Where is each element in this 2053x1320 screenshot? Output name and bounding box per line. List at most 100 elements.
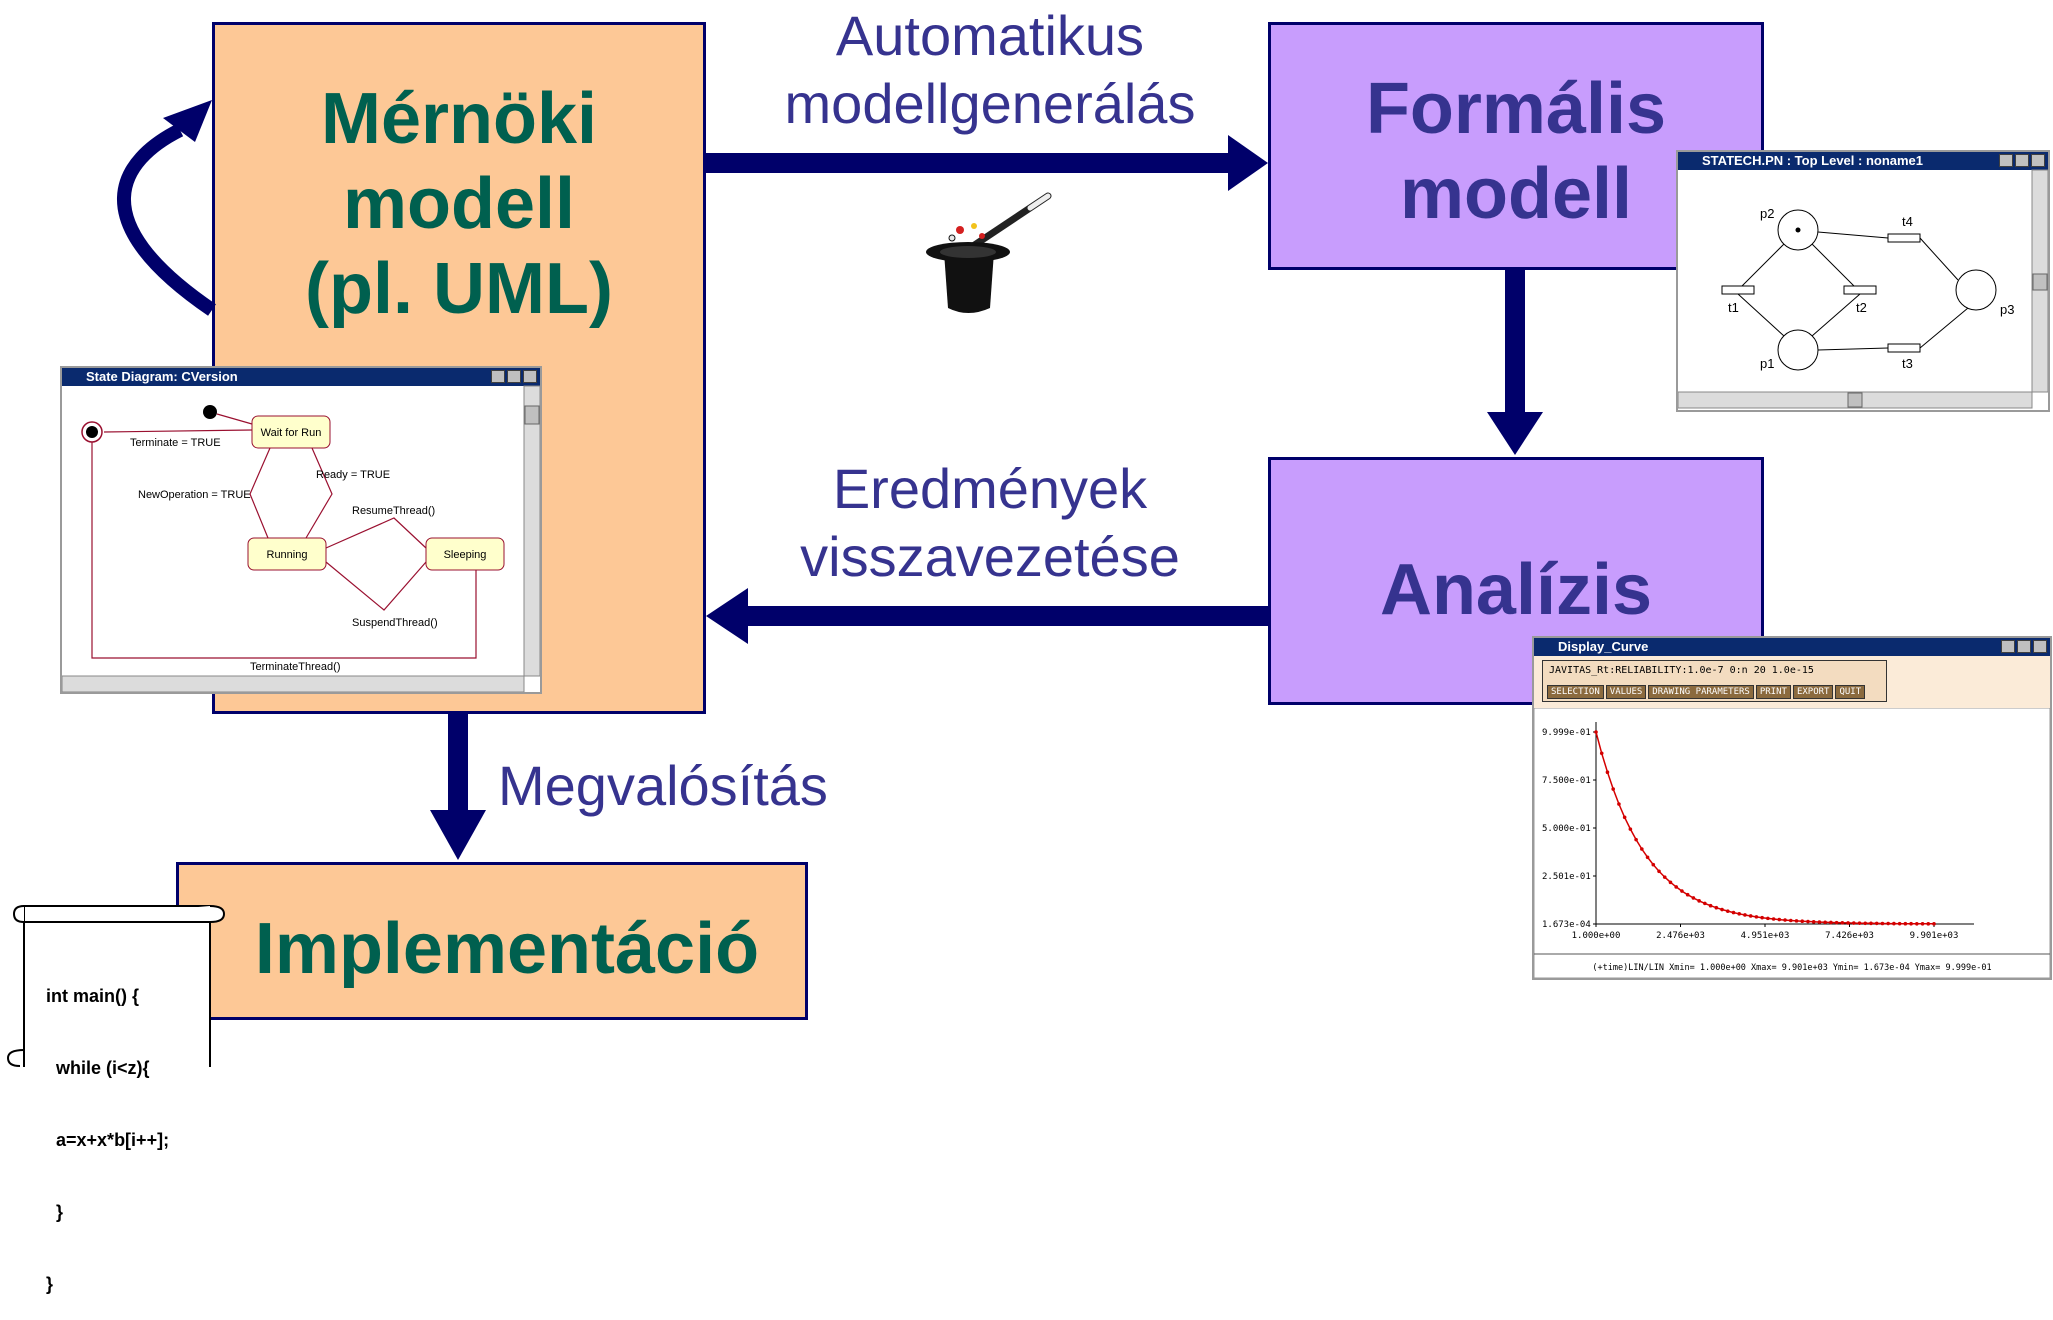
export-button[interactable]: EXPORT — [1792, 685, 1834, 699]
curve-point — [1874, 921, 1879, 926]
curve-point — [1840, 921, 1845, 925]
values-button[interactable]: VALUES — [1605, 685, 1647, 699]
minimize-button[interactable] — [1999, 154, 2013, 167]
initial-state — [203, 405, 217, 419]
arrow-formal-analysis-head — [1487, 412, 1543, 455]
vertical-scroll-thumb[interactable] — [2032, 273, 2048, 291]
display-curve-window: Display_Curve JAVITAS_Rt:RELIABILITY:1.0… — [1532, 636, 2052, 980]
transition-ready-label: Ready = TRUE — [316, 469, 390, 481]
curve-point — [1794, 919, 1799, 923]
minimize-button[interactable] — [2001, 640, 2015, 653]
curve-point — [1703, 901, 1707, 906]
curve-point — [1737, 912, 1742, 916]
y-tick-label: 7.500e-01 — [1542, 776, 1591, 786]
results-back-label: Eredmények visszavezetése — [800, 457, 1180, 589]
transition-terminate-label: Terminate = TRUE — [130, 437, 221, 449]
transition-t4 — [1887, 233, 1921, 243]
y-tick-label: 5.000e-01 — [1542, 824, 1591, 834]
curve-point — [1926, 922, 1931, 926]
state-sleeping — [425, 537, 505, 571]
curve-point — [1697, 899, 1701, 903]
print-button[interactable]: PRINT — [1755, 685, 1791, 699]
close-button[interactable] — [2031, 154, 2045, 167]
petri-net-window: STATECH.PN : Top Level : noname1 p2 — [1676, 150, 2050, 412]
place-p2-label: p2 — [1760, 206, 1774, 221]
y-tick-label: 1.673e-04 — [1542, 920, 1591, 930]
state-diagram-titlebar: State Diagram: CVersion — [62, 368, 540, 386]
curve-point — [1640, 847, 1644, 851]
y-tick-label: 9.999e-01 — [1542, 728, 1591, 738]
maximize-button[interactable] — [507, 370, 521, 383]
curve-point — [1743, 913, 1747, 917]
horizontal-scroll-thumb[interactable] — [1847, 392, 1863, 408]
y-tick-label: 2.501e-01 — [1542, 872, 1591, 882]
transition-terminate-thread-label: TerminateThread() — [250, 661, 340, 673]
place-p1-label: p1 — [1760, 356, 1774, 371]
curve-point — [1662, 875, 1667, 879]
x-tick-label: 4.951e+03 — [1741, 931, 1790, 941]
curve-header-panel: JAVITAS_Rt:RELIABILITY:1.0e-7 0:n 20 1.0… — [1542, 660, 1887, 702]
maximize-button[interactable] — [2015, 154, 2029, 167]
curve-point — [1760, 915, 1764, 920]
reliability-curve-chart: 9.999e-01 7.500e-01 5.000e-01 2.501e-01 1.67… — [1534, 708, 2050, 978]
close-button[interactable] — [2033, 640, 2047, 653]
arrow-formal-analysis-shaft — [1505, 270, 1525, 415]
arrow-realization-shaft — [448, 714, 468, 814]
curve-point — [1599, 751, 1604, 756]
transition-suspend-label: SuspendThread() — [352, 617, 438, 629]
curve-point — [1909, 921, 1913, 926]
close-button[interactable] — [523, 370, 537, 383]
curve-button-bar: SELECTION VALUES DRAWING PARAMETERS PRIN… — [1547, 685, 1866, 699]
curve-point — [1766, 916, 1770, 921]
magic-hat-icon — [926, 192, 1052, 313]
petri-net-canvas: p2 p1 p3 t1 t2 t3 t4 — [1678, 169, 2048, 409]
curve-point — [1594, 730, 1598, 734]
arrow-iteration-loop — [117, 123, 216, 316]
vertical-scroll-thumb[interactable] — [524, 405, 540, 425]
transition-t1-label: t1 — [1728, 300, 1739, 315]
place-p3-label: p3 — [2000, 302, 2014, 317]
minimize-button[interactable] — [491, 370, 505, 383]
transition-t2-label: t2 — [1856, 300, 1867, 315]
place-p3 — [1955, 269, 1997, 311]
curve-point — [1869, 921, 1873, 926]
x-tick-label: 7.426e+03 — [1825, 931, 1874, 941]
selection-button[interactable]: SELECTION — [1547, 685, 1604, 699]
arrow-results-back-head — [706, 588, 748, 644]
curve-point — [1920, 921, 1925, 926]
x-tick-label: 1.000e+00 — [1572, 931, 1621, 941]
curve-point — [1680, 889, 1684, 893]
curve-point — [1783, 918, 1787, 922]
curve-point — [1846, 921, 1850, 925]
curve-point — [1903, 921, 1908, 926]
curve-point — [1628, 827, 1633, 831]
implementation-box: Implementáció — [176, 862, 808, 1020]
state-running-label: Running — [267, 549, 308, 561]
curve-point — [1892, 921, 1896, 926]
curve-point — [1748, 914, 1753, 918]
engineering-model-title: Mérnöki modell (pl. UML) — [305, 79, 613, 329]
state-wait-for-run — [251, 415, 331, 449]
implementation-title: Implementáció — [254, 909, 760, 989]
curve-point — [1863, 921, 1868, 926]
arrow-realization-head — [430, 810, 486, 860]
curve-point — [1754, 915, 1759, 919]
curve-point — [1897, 921, 1902, 926]
drawing-parameters-button[interactable]: DRAWING PARAMETERS — [1648, 685, 1754, 699]
curve-point — [1857, 921, 1862, 925]
formal-model-title: Formális modell — [1365, 69, 1667, 234]
display-curve-titlebar: Display_Curve — [1534, 638, 2050, 656]
arrow-auto-gen-head — [1228, 135, 1268, 191]
quit-button[interactable]: QUIT — [1835, 685, 1866, 699]
curve-point — [1708, 903, 1713, 908]
transition-new-op-label: NewOperation = TRUE — [138, 489, 251, 501]
state-sleeping-label: Sleeping — [444, 549, 487, 561]
curve-point — [1725, 909, 1730, 913]
curve-point — [1817, 920, 1822, 924]
curve-point — [1834, 920, 1839, 925]
transition-t2 — [1843, 285, 1877, 295]
curve-point — [1668, 880, 1673, 885]
curve-point — [1731, 910, 1736, 915]
x-tick-label: 2.476e+03 — [1656, 931, 1705, 941]
maximize-button[interactable] — [2017, 640, 2031, 653]
